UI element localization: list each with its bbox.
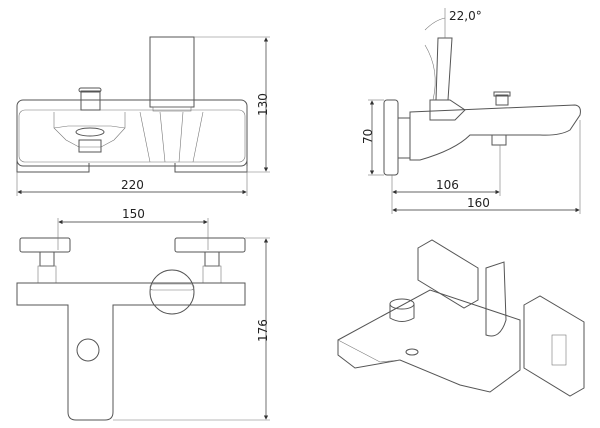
handle-angle-label: 22,0°	[449, 9, 482, 23]
front-view: 130 220	[16, 36, 270, 196]
top-spacing-label: 150	[122, 207, 145, 221]
side-depth-total-label: 160	[467, 196, 490, 210]
side-height-label: 70	[361, 129, 375, 144]
side-depth-inner-label: 106	[436, 178, 459, 192]
top-view: 150 176	[16, 207, 270, 421]
front-width-label: 220	[121, 178, 144, 192]
side-view: 22,0° 70 106 160	[361, 8, 581, 214]
top-height-label: 176	[256, 319, 270, 342]
isometric-view	[337, 239, 585, 397]
front-height-label: 130	[256, 93, 270, 116]
